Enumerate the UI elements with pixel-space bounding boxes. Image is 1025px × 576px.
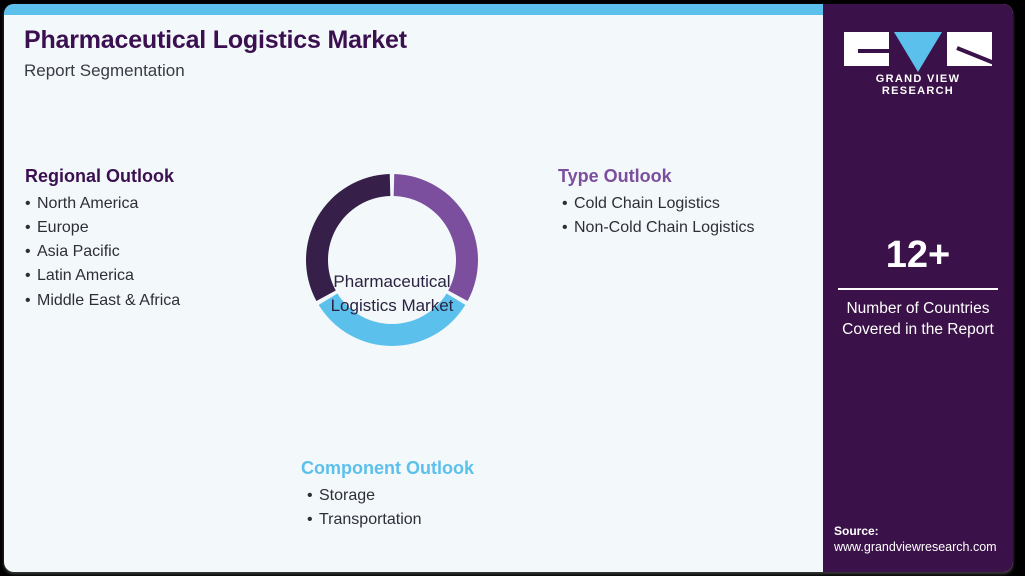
regional-outlook-list: North America Europe Asia Pacific Latin …: [25, 192, 180, 314]
brand-logo: GRAND VIEW RESEARCH: [844, 32, 992, 97]
donut-segment: [306, 174, 391, 302]
component-outlook-list: Storage Transportation: [301, 484, 474, 533]
logo-wordmark: GRAND VIEW RESEARCH: [875, 73, 961, 97]
source-block: Source: www.grandviewresearch.com: [834, 524, 1009, 554]
list-item: Europe: [25, 216, 180, 240]
source-title: Source:: [834, 524, 879, 538]
infographic-card: Pharmaceutical Logistics Market Report S…: [4, 4, 1013, 572]
stat-value: 12+: [885, 234, 951, 276]
stat-label-line-1: Number of Countries: [846, 300, 990, 317]
donut-chart: [306, 174, 478, 346]
stat-divider: [838, 288, 998, 290]
type-outlook-heading: Type Outlook: [558, 166, 672, 186]
source-url: www.grandviewresearch.com: [834, 540, 997, 554]
component-outlook-heading: Component Outlook: [301, 458, 474, 478]
list-item: North America: [25, 192, 180, 216]
header: Pharmaceutical Logistics Market Report S…: [24, 26, 724, 81]
list-item: Transportation: [307, 508, 474, 532]
logo-marks: [844, 32, 992, 72]
logo-letter-g-icon: [844, 32, 892, 66]
logo-letter-r-icon: [947, 32, 992, 66]
stat-label-line-2: Covered in the Report: [842, 320, 994, 338]
logo-triangle-v-icon: [894, 32, 942, 72]
page-subtitle: Report Segmentation: [24, 60, 185, 80]
list-item: Cold Chain Logistics: [562, 192, 755, 216]
component-outlook-block: Component Outlook Storage Transportation: [301, 457, 474, 532]
donut-segment: [393, 174, 478, 302]
list-item: Latin America: [25, 264, 180, 288]
list-item: Storage: [307, 484, 474, 508]
regional-outlook-block: Regional Outlook North America Europe As…: [25, 165, 180, 313]
page-title: Pharmaceutical Logistics Market: [24, 26, 407, 54]
list-item: Non-Cold Chain Logistics: [562, 216, 755, 240]
side-panel: GRAND VIEW RESEARCH 12+ Number of Countr…: [823, 4, 1013, 572]
donut-segments: [306, 174, 478, 346]
top-accent-bar: [4, 4, 823, 15]
regional-outlook-heading: Regional Outlook: [25, 166, 175, 186]
countries-stat-block: 12+ Number of Countries Covered in the R…: [823, 236, 1013, 341]
type-outlook-list: Cold Chain Logistics Non-Cold Chain Logi…: [558, 192, 755, 241]
list-item: Middle East & Africa: [25, 289, 180, 313]
list-item: Asia Pacific: [25, 240, 180, 264]
type-outlook-block: Type Outlook Cold Chain Logistics Non-Co…: [558, 165, 755, 240]
donut-segment: [318, 293, 466, 346]
